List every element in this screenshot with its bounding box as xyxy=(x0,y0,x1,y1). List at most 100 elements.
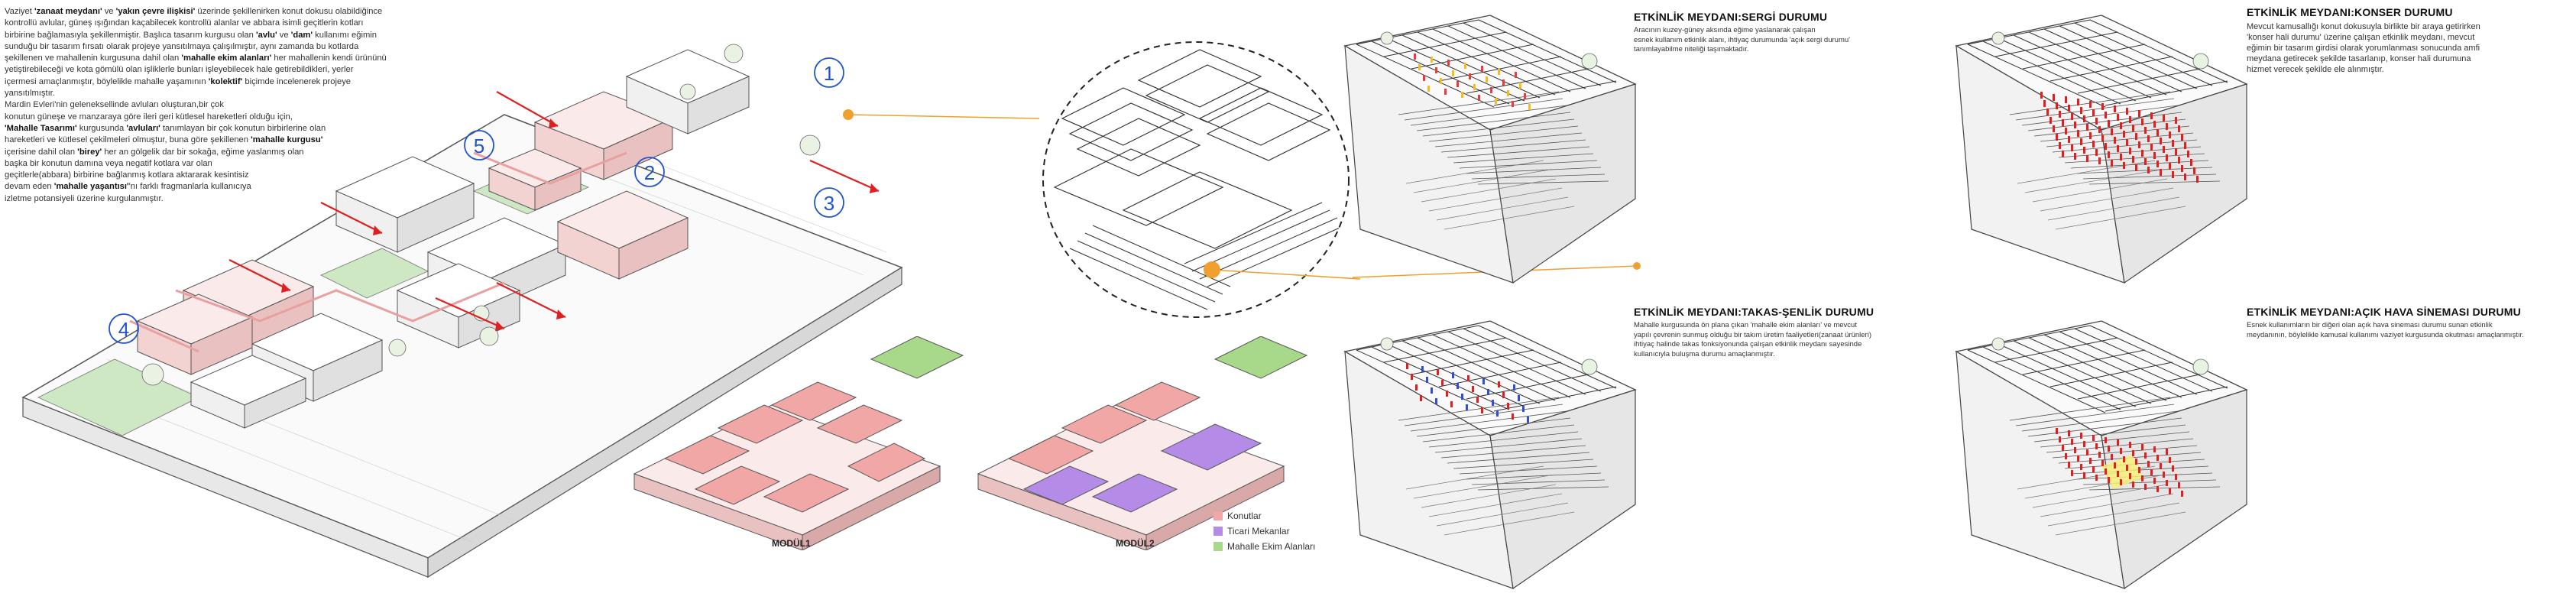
intro-segment: 'Mahalle Tasarımı' xyxy=(5,123,77,133)
pergola-grid xyxy=(1967,325,2228,413)
marker-1: 1 xyxy=(824,62,834,85)
intro-segment: Mardin Evleri'nin geleneksel­linde avlul… xyxy=(5,100,224,110)
intro-line: birbirine bağlamasıyla şekillenmiştir. B… xyxy=(5,30,433,41)
intro-segment: her mahallenin kendi ürününü xyxy=(271,53,387,63)
intro-segment: tanımlayan bir çok konutun birbirlerine … xyxy=(160,123,326,133)
panel-desc-line: meydanının, böylelikle kamusal kullanımı… xyxy=(2247,330,2524,339)
intro-segment: üzerinde şekillenirken konut dokusu olab… xyxy=(195,7,383,16)
marker-3-circle xyxy=(814,187,844,218)
panel-desc-line: tanımlayabilme niteliği taşımaktadır. xyxy=(1634,45,1749,53)
intro-line: şekillenen ve mahallenin kurgusuna dahil… xyxy=(5,53,433,64)
tree xyxy=(2192,53,2209,70)
intro-line: içermesi amaçlanmıştır, böylelikle mahal… xyxy=(5,76,433,88)
pergola-grid xyxy=(1967,19,2228,108)
marker-1-circle xyxy=(814,57,844,88)
intro-segment: 'mahalle ekim alanları' xyxy=(181,53,272,63)
leader-dot xyxy=(843,109,854,120)
tree xyxy=(1380,31,1394,45)
panel-3-desc: Mahalle kurgusunda ön plana çıkan 'mahal… xyxy=(1634,321,1955,359)
legend-item: Ticari Mekanlar xyxy=(1213,526,1315,537)
intro-segment: ve xyxy=(277,30,291,40)
intro-segment: kurgusunda xyxy=(76,123,127,133)
intro-line: hareketleri ve kütlesel çekilmeleri olmu… xyxy=(5,135,433,146)
intro-line: Mardin Evleri'nin geleneksel­linde avlul… xyxy=(5,99,433,111)
leader-lines xyxy=(847,114,1039,119)
marker-5: 5 xyxy=(474,135,484,157)
intro-segment: konutun güneşe ve manzaraya göre ileri g… xyxy=(5,112,293,122)
amphitheatre-steps xyxy=(1398,91,1609,185)
pergola-grid xyxy=(1356,325,1617,413)
intro-segment: şekillenen ve mahallenin kurgusuna dahil… xyxy=(5,53,182,63)
legend-swatch xyxy=(1213,542,1223,551)
intro-line: içerisine dahil olan 'birey' her an gölg… xyxy=(5,147,433,158)
intro-segment: 'kolektif' xyxy=(208,76,243,86)
tree xyxy=(1581,53,1598,70)
panel-1-diagram xyxy=(1343,15,1637,284)
panel-2-desc: Mevcut kamusallığı konut dokusuyla birli… xyxy=(2247,21,2568,75)
intro-segment: kullanımı eğimin xyxy=(313,30,377,40)
intro-segment: içerisine dahil olan xyxy=(5,147,78,157)
intro-segment: yansıtılmıştır. xyxy=(5,89,55,99)
intro-segment: yetiştirebileceği ve kota gömülü olan iş… xyxy=(5,65,354,75)
intro-line: 'Mahalle Tasarımı' kurgusunda 'avluları'… xyxy=(5,123,433,135)
intro-segment: 'mahalle kurgusu' xyxy=(251,135,323,145)
tree xyxy=(1380,337,1394,351)
tree xyxy=(2192,358,2209,375)
panel-1-text: ETKİNLİK MEYDANI:SERGİ DURUMU Aracının k… xyxy=(1634,11,1924,55)
intro-segment: başka bir konutun damına veya negatif ko… xyxy=(5,158,212,168)
legend-label: Ticari Mekanlar xyxy=(1227,526,1290,537)
panel-4-title: ETKİNLİK MEYDANI:AÇIK HAVA SİNEMASI DURU… xyxy=(2247,306,2521,318)
panel-desc-line: yapılı çevrenin sunmuş olduğu bir takım … xyxy=(1634,330,1871,339)
intro-line: Vaziyet 'zanaat meydanı' ve 'yakın çevre… xyxy=(5,6,433,18)
entry-arrows xyxy=(228,91,880,330)
module-2-label: MODÜL2 xyxy=(1116,537,1155,549)
intro-line: kontrollü avlular, güneş ışığından kaçab… xyxy=(5,18,433,29)
legend-swatch xyxy=(1213,511,1223,520)
panel-structure xyxy=(1955,320,2248,590)
panel-desc-line: meydana getirecek şekilde tasarlanıp, ko… xyxy=(2247,54,2471,63)
intro-segment: 'avlu' xyxy=(255,30,277,40)
panel-structure xyxy=(1955,15,2248,284)
marker-3: 3 xyxy=(824,192,834,215)
panel-2-diagram xyxy=(1955,15,2248,284)
intro-segment: kontrollü avlular, güneş ışığından kaçab… xyxy=(5,18,364,28)
panel-desc-line: eğimin bir tasarım girdisi olarak yoruml… xyxy=(2247,44,2480,53)
panel-1-desc: Aracının kuzey-güney aksında eğime yasla… xyxy=(1634,26,1924,55)
module-1-label: MODÜL1 xyxy=(772,537,811,549)
panel-2-title: ETKİNLİK MEYDANI:KONSER DURUMU xyxy=(2247,6,2453,18)
people-figures xyxy=(1406,363,1529,423)
trees xyxy=(141,44,821,386)
intro-line: devam eden 'mahalle yaşantısı''nı farklı… xyxy=(5,181,433,193)
tree xyxy=(1991,337,2005,351)
intro-segment: 'yakın çevre ilişkisi' xyxy=(115,7,196,16)
intro-segment: 'mahalle yaşantısı' xyxy=(53,182,129,192)
panel-3-diagram xyxy=(1343,320,1637,590)
panel-structure xyxy=(1343,15,1637,284)
module-1-diagram: MODÜL1 xyxy=(633,336,964,550)
panel-desc-line: ihtiyaç halinde takas fonksiyonunda çalı… xyxy=(1634,340,1862,349)
intro-segment: her an gölgelik dar bir sokağa, eğime ya… xyxy=(102,147,304,157)
marker-2: 2 xyxy=(644,161,655,184)
legend-label: Mahalle Ekim Alanları xyxy=(1227,541,1316,552)
intro-segment: birbirine bağlamasıyla şekillenmiştir. B… xyxy=(5,30,256,40)
panel-2-text: ETKİNLİK MEYDANI:KONSER DURUMU Mevcut ka… xyxy=(2247,6,2568,75)
panel-structure xyxy=(1343,320,1637,590)
panel-desc-line: esnek kullanım etkinlik alanı, ihtiyaç d… xyxy=(1634,35,1850,44)
zoom-detail-circle xyxy=(1042,41,1360,318)
intro-segment: izletme potansiyeli üzerine kurgulanmışt… xyxy=(5,193,164,203)
intro-line: başka bir konutun damına veya negatif ko… xyxy=(5,158,433,170)
panel-desc-line: Mevcut kamusallığı konut dokusuyla birli… xyxy=(2247,22,2480,31)
legend-swatch xyxy=(1213,527,1223,536)
pedestrian-routes xyxy=(129,151,627,353)
intro-segment: içermesi amaçlanmıştır, böylelikle mahal… xyxy=(5,76,209,86)
intro-line: konutun güneşe ve manzaraya göre ileri g… xyxy=(5,112,433,123)
intro-line: geçitlerle(abbara) birbirine bağlanmış k… xyxy=(5,170,433,181)
intro-segment: 'avluları' xyxy=(126,123,160,133)
panel-desc-line: Esnek kullanımların bir diğeri olan açık… xyxy=(2247,321,2493,329)
marker-4-circle xyxy=(109,313,139,344)
legend-item: Mahalle Ekim Alanları xyxy=(1213,541,1315,552)
intro-segment: Vaziyet xyxy=(5,7,34,16)
marker-5-circle xyxy=(464,130,494,160)
intro-segment: sunduğu bir tasarım fırsatı olarak proje… xyxy=(5,41,359,51)
intro-line: yansıtılmıştır. xyxy=(5,88,433,99)
